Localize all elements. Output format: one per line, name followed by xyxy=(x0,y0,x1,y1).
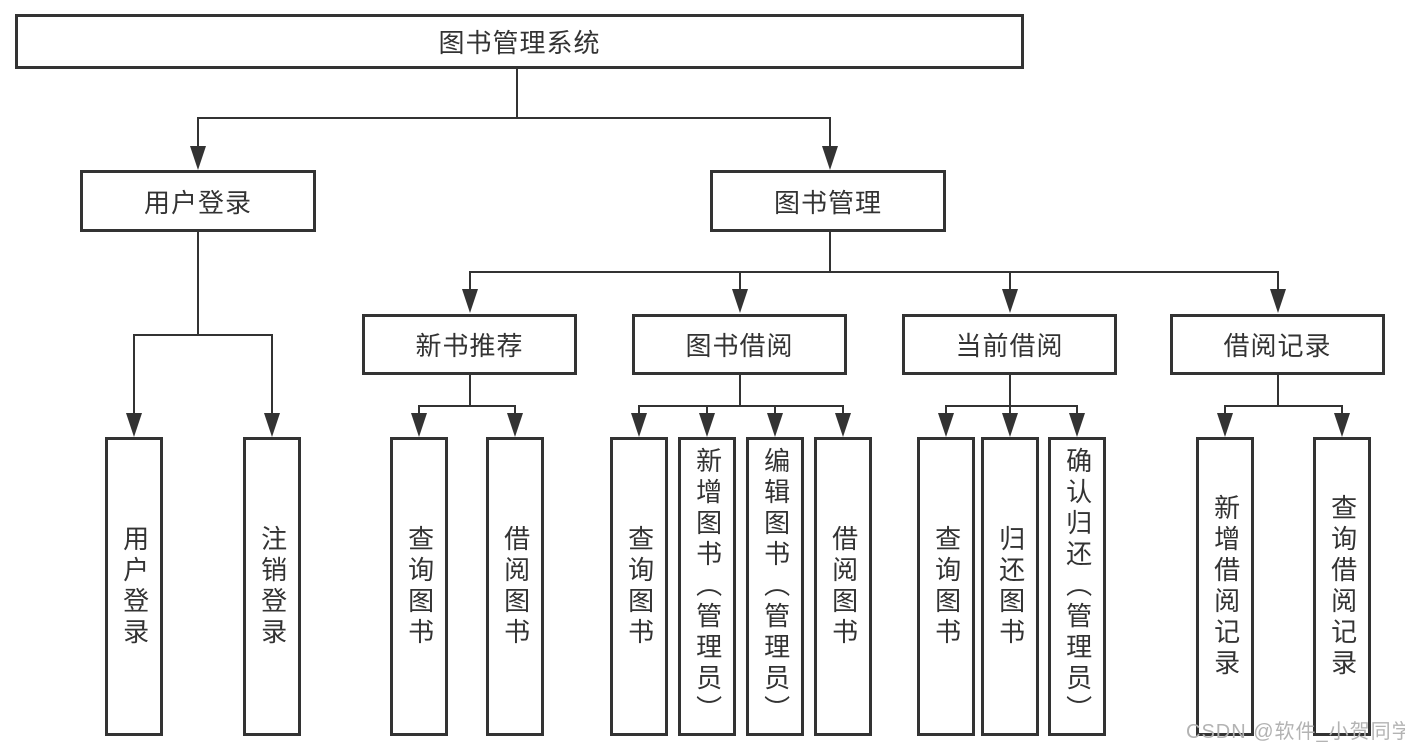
connector-leaf-drop xyxy=(1009,405,1011,417)
connector-records-stem xyxy=(1277,373,1279,406)
leaf-edit-book-admin-label: 编辑图书（管理员） xyxy=(760,447,791,726)
node-borrow-records: 借阅记录 xyxy=(1170,314,1385,375)
node-book-management: 图书管理 xyxy=(710,170,946,232)
arrow-down-icon xyxy=(699,413,715,437)
connector-userlogin-branch xyxy=(133,334,273,336)
arrow-down-icon xyxy=(1217,413,1233,437)
leaf-edit-book-admin: 编辑图书（管理员） xyxy=(746,437,804,736)
connector-leaf-drop xyxy=(418,405,420,417)
connector-leaf-drop xyxy=(945,405,947,417)
node-book-borrow-label: 图书借阅 xyxy=(685,331,794,361)
arrow-down-icon xyxy=(1334,413,1350,437)
connector-leaf-drop xyxy=(133,334,135,416)
leaf-borrow-book-2-label: 借阅图书 xyxy=(828,524,859,649)
arrow-down-icon xyxy=(631,413,647,437)
leaf-add-book-admin: 新增图书（管理员） xyxy=(678,437,736,736)
connector-borrow-branch xyxy=(638,405,844,407)
connector-userlogin-drop xyxy=(197,117,199,150)
connector-userlogin-stem xyxy=(197,230,199,335)
leaf-borrow-book-1-label: 借阅图书 xyxy=(500,524,531,649)
node-root-label: 图书管理系统 xyxy=(438,28,601,58)
arrow-down-icon xyxy=(190,146,206,170)
arrow-down-icon xyxy=(126,413,142,437)
arrow-down-icon xyxy=(1270,289,1286,313)
leaf-query-book-1: 查询图书 xyxy=(390,437,448,736)
connector-bookmgmt-stem xyxy=(829,230,831,272)
leaf-confirm-return-admin: 确认归还（管理员） xyxy=(1048,437,1106,736)
arrow-down-icon xyxy=(938,413,954,437)
connector-leaf-drop xyxy=(1076,405,1078,417)
node-new-book-recommend: 新书推荐 xyxy=(362,314,577,375)
node-new-book-recommend-label: 新书推荐 xyxy=(415,331,524,361)
arrow-down-icon xyxy=(1069,413,1085,437)
connector-current-branch xyxy=(945,405,1078,407)
arrow-down-icon xyxy=(767,413,783,437)
connector-leaf-drop xyxy=(842,405,844,417)
node-root: 图书管理系统 xyxy=(15,14,1024,69)
leaf-logout: 注销登录 xyxy=(243,437,301,736)
leaf-query-book-1-label: 查询图书 xyxy=(404,524,435,649)
leaf-user-login-label: 用户登录 xyxy=(119,524,150,649)
leaf-query-book-3-label: 查询图书 xyxy=(931,524,962,649)
connector-level3-drop xyxy=(469,271,471,293)
leaf-user-login: 用户登录 xyxy=(105,437,163,736)
connector-level3-branch xyxy=(469,271,1279,273)
connector-bookmgmt-drop xyxy=(829,117,831,150)
arrow-down-icon xyxy=(835,413,851,437)
connector-borrow-stem xyxy=(739,373,741,406)
node-borrow-records-label: 借阅记录 xyxy=(1223,331,1332,361)
leaf-add-borrow-record-label: 新增借阅记录 xyxy=(1210,493,1241,680)
arrow-down-icon xyxy=(732,289,748,313)
connector-leaf-drop xyxy=(774,405,776,417)
leaf-query-borrow-record: 查询借阅记录 xyxy=(1313,437,1371,736)
leaf-query-book-2: 查询图书 xyxy=(610,437,668,736)
node-book-management-label: 图书管理 xyxy=(773,187,882,218)
connector-level3-drop xyxy=(739,271,741,293)
leaf-logout-label: 注销登录 xyxy=(257,524,288,649)
node-user-login-label: 用户登录 xyxy=(143,187,252,218)
leaf-return-book: 归还图书 xyxy=(981,437,1039,736)
leaf-confirm-return-admin-label: 确认归还（管理员） xyxy=(1062,447,1093,726)
connector-leaf-drop xyxy=(706,405,708,417)
leaf-query-book-3: 查询图书 xyxy=(917,437,975,736)
connector-level3-drop xyxy=(1009,271,1011,293)
connector-current-stem xyxy=(1009,373,1011,406)
leaf-query-book-2-label: 查询图书 xyxy=(624,524,655,649)
connector-leaf-drop xyxy=(1224,405,1226,417)
arrow-down-icon xyxy=(1002,289,1018,313)
connector-leaf-drop xyxy=(1341,405,1343,417)
connector-leaf-drop xyxy=(271,334,273,416)
arrow-down-icon xyxy=(507,413,523,437)
arrow-down-icon xyxy=(264,413,280,437)
connector-level2-branch xyxy=(197,117,831,119)
node-user-login: 用户登录 xyxy=(80,170,316,232)
leaf-borrow-book-2: 借阅图书 xyxy=(814,437,872,736)
arrow-down-icon xyxy=(822,146,838,170)
arrow-down-icon xyxy=(462,289,478,313)
leaf-query-borrow-record-label: 查询借阅记录 xyxy=(1327,493,1358,680)
node-current-borrow: 当前借阅 xyxy=(902,314,1117,375)
connector-newbook-branch xyxy=(418,405,516,407)
node-book-borrow: 图书借阅 xyxy=(632,314,847,375)
leaf-add-book-admin-label: 新增图书（管理员） xyxy=(692,447,723,726)
csdn-watermark: CSDN @软件_小贺同学 xyxy=(1186,721,1405,743)
arrow-down-icon xyxy=(411,413,427,437)
leaf-borrow-book-1: 借阅图书 xyxy=(486,437,544,736)
connector-leaf-drop xyxy=(514,405,516,417)
connector-root-stem xyxy=(516,66,518,118)
node-current-borrow-label: 当前借阅 xyxy=(955,331,1064,361)
leaf-return-book-label: 归还图书 xyxy=(995,524,1026,649)
leaf-add-borrow-record: 新增借阅记录 xyxy=(1196,437,1254,736)
connector-leaf-drop xyxy=(638,405,640,417)
arrow-down-icon xyxy=(1002,413,1018,437)
connector-records-branch xyxy=(1224,405,1343,407)
connector-level3-drop xyxy=(1277,271,1279,293)
connector-newbook-stem xyxy=(469,373,471,406)
